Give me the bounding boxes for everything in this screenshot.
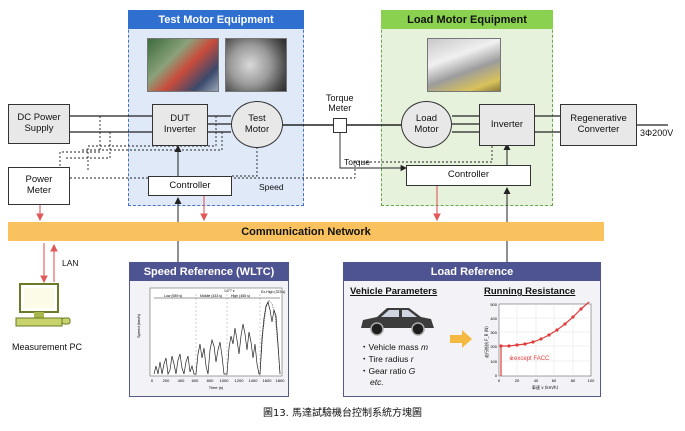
- svg-text:600: 600: [192, 378, 199, 383]
- communication-network-bar: Communication Network: [8, 222, 604, 241]
- phase-total: 1477 s: [224, 289, 235, 293]
- wltc-xlabel: Time (s): [209, 385, 224, 390]
- rr-annotation: ※except FACC: [509, 355, 550, 362]
- grid-voltage-label: 3Φ200V: [640, 128, 674, 138]
- lan-label: LAN: [62, 258, 79, 268]
- phase-middle: Middle (433 s): [200, 294, 222, 298]
- speed-label: Speed: [259, 182, 284, 192]
- svg-text:300: 300: [490, 330, 497, 335]
- svg-text:60: 60: [552, 378, 557, 383]
- load-reference-title: Load Reference: [343, 262, 601, 281]
- regenerative-converter: Regenerative Converter: [560, 104, 637, 146]
- svg-text:0: 0: [151, 378, 154, 383]
- svg-text:1600: 1600: [263, 378, 273, 383]
- load-motor-equipment-title: Load Motor Equipment: [381, 10, 553, 29]
- rr-xlabel: 車速 v (km/h): [532, 384, 559, 390]
- computer-icon: [15, 283, 71, 327]
- speed-reference-title: Speed Reference (WLTC): [129, 262, 289, 281]
- wltc-speed-profile: Low (589 s) Middle (433 s) High (455 s) …: [136, 287, 285, 390]
- running-resistance-chart: ※except FACC 0 100 200 300 400 500 0 20 …: [483, 301, 595, 390]
- phase-high: High (455 s): [231, 294, 250, 298]
- svg-text:0: 0: [498, 378, 501, 383]
- phase-low: Low (589 s): [164, 294, 182, 298]
- svg-text:400: 400: [490, 316, 497, 321]
- test-motor-equipment-title: Test Motor Equipment: [128, 10, 304, 29]
- svg-text:1200: 1200: [235, 378, 245, 383]
- svg-text:80: 80: [571, 378, 576, 383]
- param-tire-radius: ・Tire radius r: [360, 354, 414, 364]
- running-resistance-title: Running Resistance: [484, 286, 576, 297]
- right-arrow-icon: [450, 330, 472, 348]
- param-etc: etc.: [370, 377, 384, 387]
- figure-caption: 圖13. 馬達試驗機台控制系統方塊圖: [262, 408, 423, 419]
- svg-text:200: 200: [163, 378, 170, 383]
- svg-text:1800: 1800: [276, 378, 286, 383]
- load-inverter: Inverter: [479, 104, 535, 146]
- svg-text:500: 500: [490, 302, 497, 307]
- torque-meter: [333, 118, 347, 133]
- rr-x-ticks: 0 20 40 60 80 100: [498, 378, 595, 383]
- vehicle-parameters-title: Vehicle Parameters: [350, 286, 438, 297]
- svg-text:40: 40: [534, 378, 539, 383]
- torque-label: Torque: [344, 157, 370, 167]
- load-motor-photo: [427, 38, 501, 92]
- measurement-pc-label: Measurement PC: [12, 342, 83, 352]
- svg-text:0: 0: [495, 373, 498, 378]
- inverter-photo: [147, 38, 219, 92]
- load-motor: Load Motor: [401, 101, 452, 148]
- svg-text:400: 400: [178, 378, 185, 383]
- svg-text:200: 200: [490, 344, 497, 349]
- svg-text:1400: 1400: [249, 378, 259, 383]
- wltc-x-ticks: 0 200 400 600 800 1000 1200 1400 1600 18…: [151, 378, 285, 383]
- test-motor: Test Motor: [231, 101, 283, 148]
- param-vehicle-mass: ・Vehicle mass m: [360, 342, 429, 352]
- load-controller: Controller: [406, 165, 531, 186]
- svg-text:20: 20: [515, 378, 520, 383]
- dc-power-supply: DC Power Supply: [8, 104, 70, 144]
- car-icon: [361, 308, 434, 336]
- rr-y-ticks: 0 100 200 300 400 500: [490, 302, 497, 378]
- rr-ylabel: 走行抵抗 F_R (N): [483, 326, 489, 358]
- wltc-ylabel: Speed (km/h): [136, 313, 141, 338]
- phase-exhigh: Ex-High (323 s): [261, 290, 285, 294]
- dut-inverter: DUT Inverter: [152, 104, 208, 146]
- svg-text:800: 800: [207, 378, 214, 383]
- svg-text:1000: 1000: [220, 378, 230, 383]
- torque-meter-label: Torque Meter: [326, 93, 354, 113]
- test-controller: Controller: [148, 176, 232, 196]
- test-motor-photo: [225, 38, 287, 92]
- svg-text:100: 100: [490, 359, 497, 364]
- power-meter: Power Meter: [8, 167, 70, 205]
- svg-text:100: 100: [588, 378, 595, 383]
- param-gear-ratio: ・Gear ratio G: [360, 366, 416, 376]
